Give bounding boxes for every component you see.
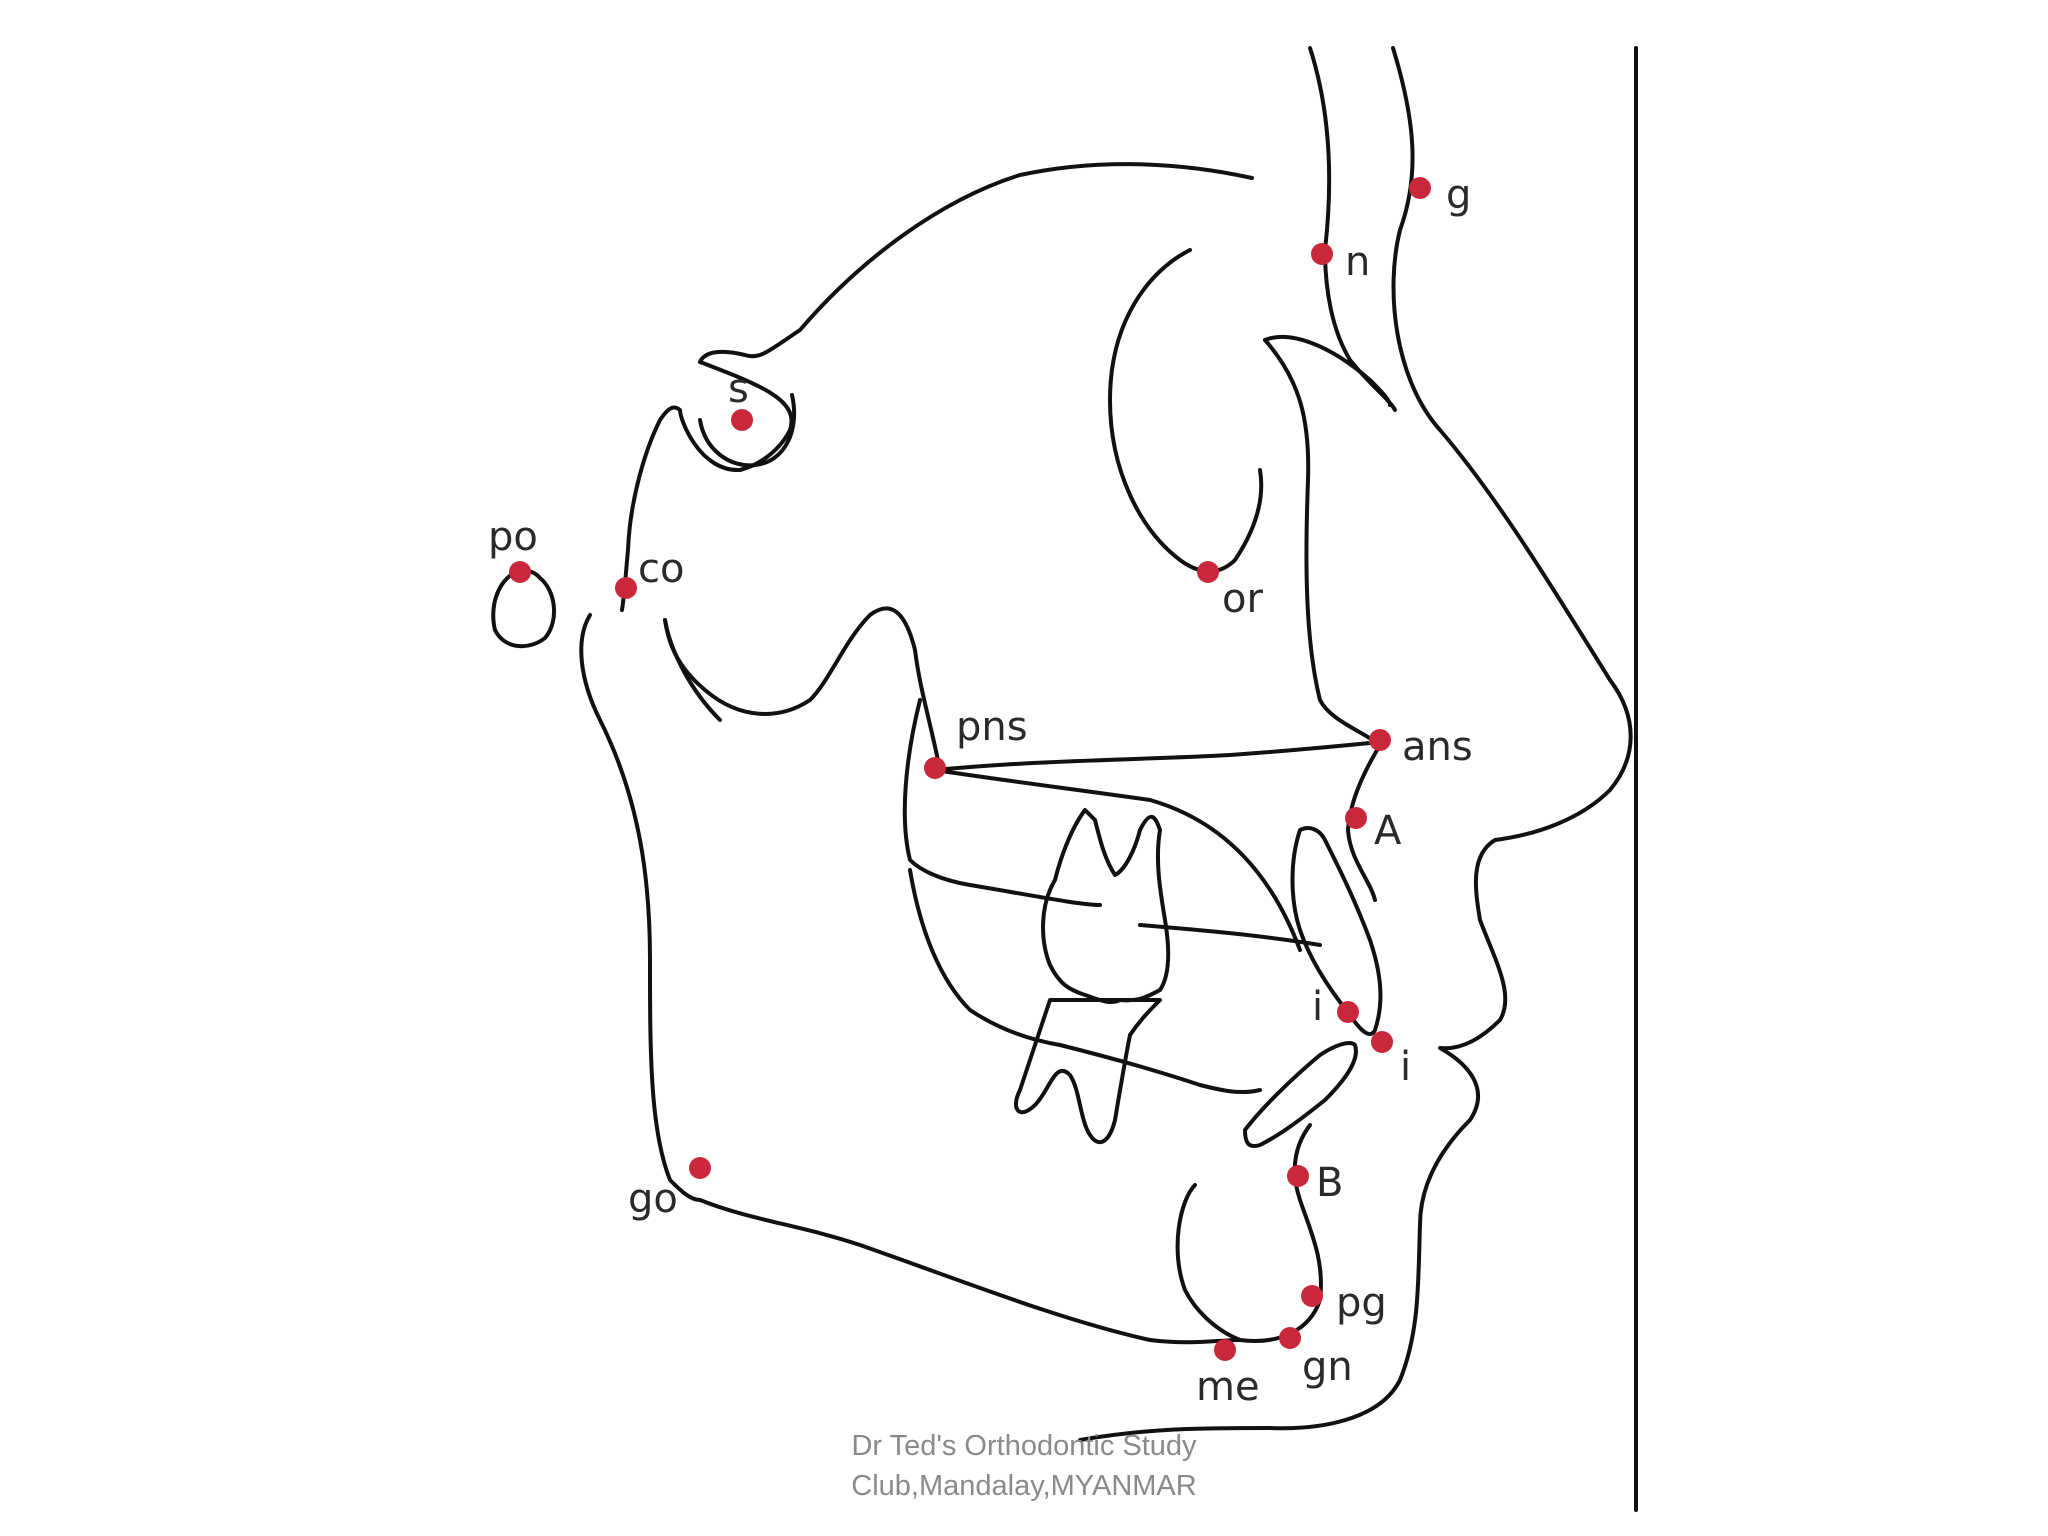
footer-line-1: Dr Ted's Orthodontic Study [851, 1430, 1197, 1462]
landmark-me-dot [1214, 1339, 1236, 1361]
upper-molar [1041, 808, 1171, 1005]
mandible-inferior-border [698, 1198, 1242, 1345]
lower-molar [1014, 998, 1162, 1145]
landmark-B-dot [1287, 1165, 1309, 1187]
orbit-outline [1108, 248, 1264, 574]
landmark-gn-dot [1279, 1327, 1301, 1349]
maxillary-alveolus [902, 698, 1102, 907]
symphysis-inner [1175, 1183, 1242, 1342]
palatal-plane [933, 740, 1382, 772]
anatomical-outlines [491, 46, 1638, 1512]
landmark-s-label: s [728, 366, 749, 412]
landmark-po-label: po [488, 514, 538, 560]
landmark-i_lower-dot [1371, 1031, 1393, 1053]
mandibular-symphysis [1238, 1123, 1323, 1343]
landmark-pns-label: pns [956, 704, 1028, 750]
landmark-co-label: co [638, 546, 684, 592]
nasal-bone-outline [1308, 46, 1397, 412]
landmark-ans-label: ans [1402, 724, 1473, 770]
landmark-po-dot [509, 561, 531, 583]
landmark-A-dot [1345, 807, 1367, 829]
slide-footer: Dr Ted's Orthodontic Study Club,Mandalay… [770, 1426, 1278, 1506]
landmark-g-label: g [1446, 172, 1471, 218]
pterygomaxillary-fissure [663, 606, 942, 772]
landmark-co-dot [615, 577, 637, 599]
soft-tissue-profile [1078, 46, 1633, 1442]
landmark-me-label: me [1196, 1364, 1260, 1410]
sella-turcica [698, 393, 797, 468]
landmark-go-dot [689, 1157, 711, 1179]
landmark-i_upper-label: i [1312, 984, 1323, 1030]
landmark-n-label: n [1345, 239, 1370, 285]
landmark-i_upper-dot [1337, 1001, 1359, 1023]
landmark-ans-dot [1369, 729, 1391, 751]
cranial-base-outline [620, 162, 1254, 612]
landmark-n-dot [1311, 243, 1333, 265]
mandibular-alveolus [908, 868, 1262, 1095]
landmark-g-dot [1409, 177, 1431, 199]
landmark-or-label: or [1222, 576, 1263, 622]
landmark-B-label: B [1316, 1160, 1343, 1206]
landmark-or-dot [1197, 561, 1219, 583]
footer-line-2: Club,Mandalay,MYANMAR [851, 1470, 1197, 1502]
occlusal-line-upper [1138, 923, 1322, 947]
landmark-pg-label: pg [1336, 1280, 1387, 1326]
landmark-pg-dot [1301, 1285, 1323, 1307]
landmark-go-label: go [628, 1176, 678, 1222]
lower-incisor [1243, 1041, 1358, 1149]
landmark-pns-dot [924, 757, 946, 779]
landmark-gn-label: gn [1302, 1344, 1353, 1390]
ramus-anterior [663, 618, 722, 722]
palate-inferior [933, 768, 1302, 952]
landmark-A-label: A [1374, 808, 1402, 854]
ramus-posterior [579, 613, 702, 1202]
zygomatic-outline [1263, 335, 1392, 407]
porion-ear-rod [491, 568, 557, 649]
upper-incisor [1290, 826, 1383, 1036]
maxilla-anterior [1263, 338, 1382, 902]
landmark-i_lower-label: i [1400, 1044, 1411, 1090]
landmark-s-dot [731, 409, 753, 431]
